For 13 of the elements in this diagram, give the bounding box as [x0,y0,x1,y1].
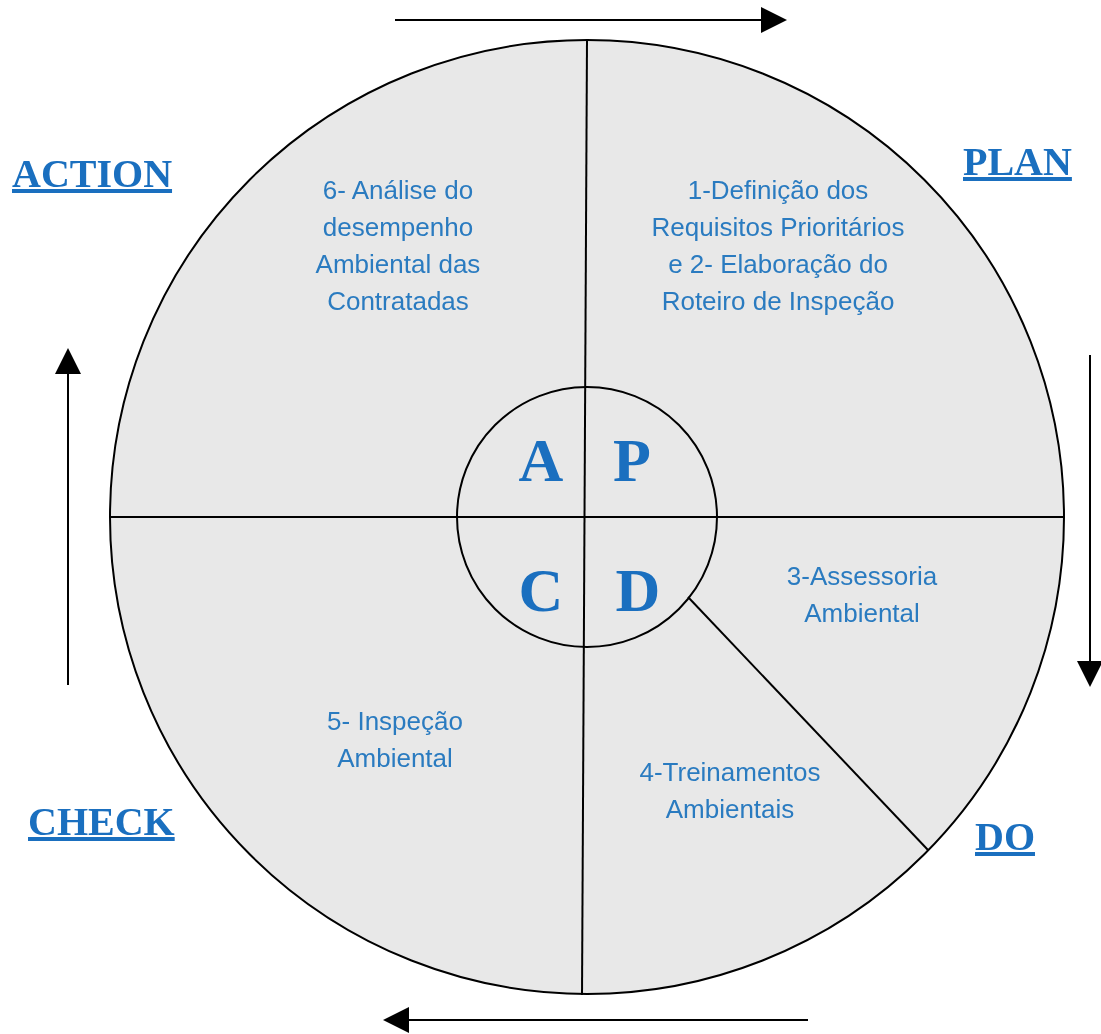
phase-label: PLAN [963,138,1072,185]
step-text: 5- Inspeção Ambiental [326,705,464,775]
phase-label: DO [975,813,1035,860]
step-text: 4-Treinamentos Ambientais [638,756,822,826]
quadrant-letter: C [518,555,564,625]
quadrant-letter: P [613,425,651,495]
phase-label: CHECK [28,798,175,845]
quadrant-letter: A [518,425,564,495]
step-text: 1-Definição dos Requisitos Prioritários e 2- Elaboração do Roteiro de Inspeção [650,174,906,318]
quadrant-letter: D [615,555,661,625]
phase-label: ACTION [12,150,173,197]
step-text: 6- Análise do desempenho Ambiental das Contratadas [314,174,482,318]
step-text: 3-Assessoria Ambiental [785,560,939,630]
